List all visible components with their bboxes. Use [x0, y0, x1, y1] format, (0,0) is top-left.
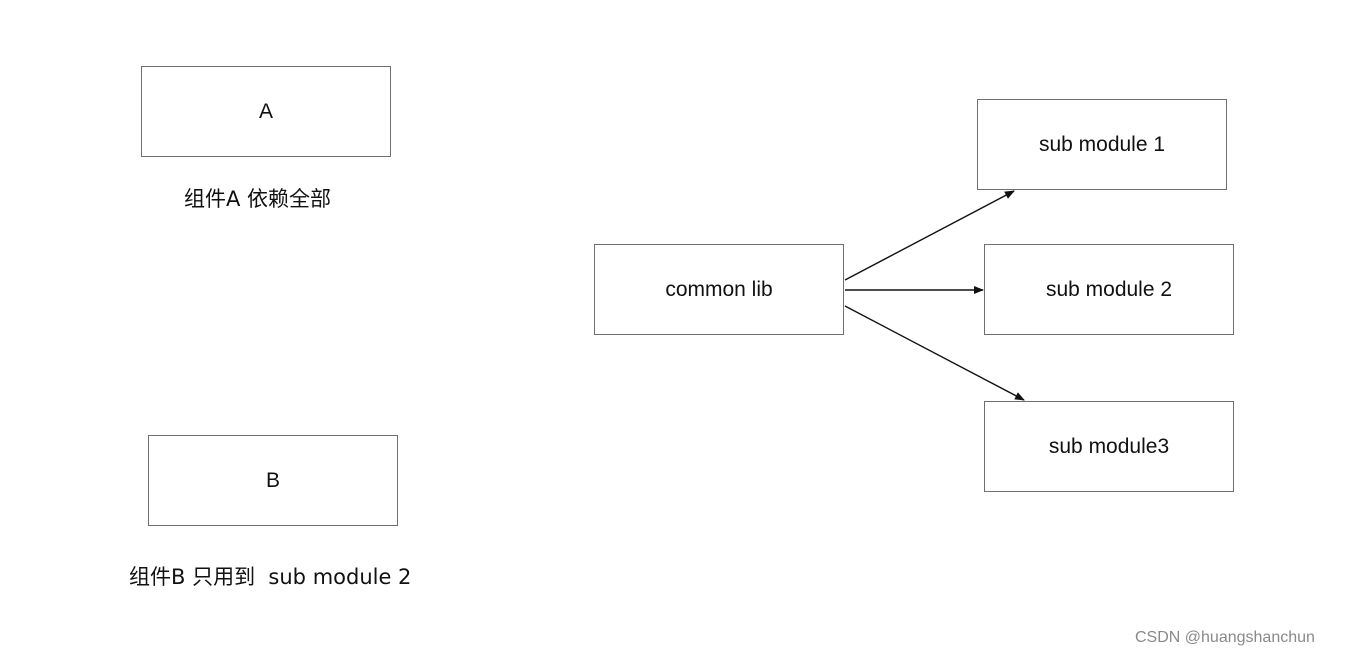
component-a-box: A: [141, 66, 391, 157]
sub-module-1-label: sub module 1: [1038, 132, 1166, 156]
component-a-label: A: [258, 99, 273, 123]
sub-module-2-box: sub module 2: [984, 244, 1234, 335]
component-b-box: B: [148, 435, 398, 526]
component-b-caption: 组件B 只用到 sub module 2: [129, 565, 412, 589]
sub-module-3-label: sub module3: [1048, 434, 1170, 458]
sub-module-1-box: sub module 1: [977, 99, 1227, 190]
sub-module-3-box: sub module3: [984, 401, 1234, 492]
sub-module-2-label: sub module 2: [1045, 277, 1173, 301]
watermark-text: CSDN @huangshanchun: [1135, 629, 1315, 646]
component-b-label: B: [265, 468, 280, 492]
component-a-caption: 组件A 依赖全部: [184, 187, 332, 211]
common-lib-box: common lib: [594, 244, 844, 335]
common-lib-label: common lib: [665, 277, 773, 301]
